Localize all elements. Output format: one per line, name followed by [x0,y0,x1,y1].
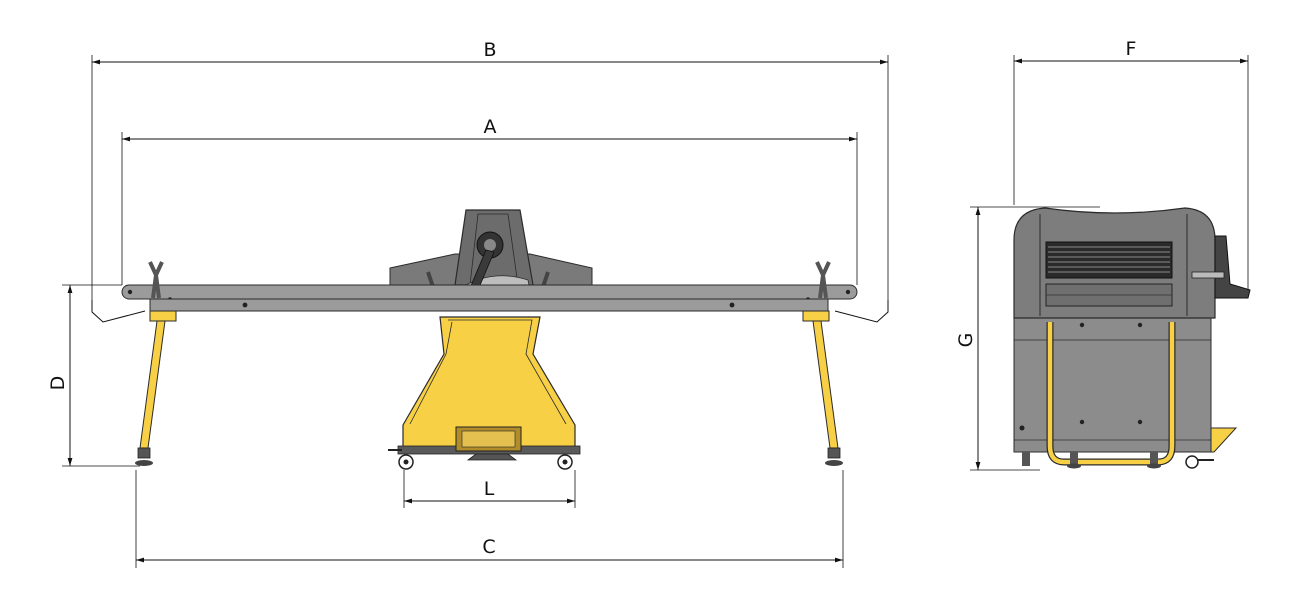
dimension-c: C [135,470,844,568]
base-stand [388,316,581,470]
right-end-hook [834,300,889,323]
right-leg [802,310,843,466]
side-tray [1210,427,1238,453]
dimension-a: A [121,116,858,285]
table-bar [121,284,858,300]
dimension-label-f: F [1126,38,1137,60]
dimension-b: B [91,39,889,300]
dimension-d: D [47,284,140,467]
front-view: B A D L C [47,39,889,568]
dimension-l: L [403,470,576,508]
dimension-f: F [1013,38,1249,290]
left-end-hook [91,300,146,323]
stand-inner-line [409,319,567,425]
side-view: F G [955,38,1251,471]
dimension-label-c: C [482,536,495,558]
right-fork-holder [815,261,831,299]
dimension-label-a: A [484,116,497,138]
dimension-label-d: D [47,376,69,391]
foot-pedal [466,453,518,461]
dimension-g: G [955,206,1100,471]
side-crank [1214,235,1251,299]
conveyor-table [121,284,858,312]
left-fork-holder [148,261,164,299]
dimension-label-g: G [955,333,977,348]
central-housing [389,209,593,297]
control-box-inner [461,430,516,448]
dimension-label-b: B [483,39,496,61]
dimension-label-l: L [484,478,495,500]
lower-cabinet [1013,317,1212,453]
left-leg [135,310,177,466]
